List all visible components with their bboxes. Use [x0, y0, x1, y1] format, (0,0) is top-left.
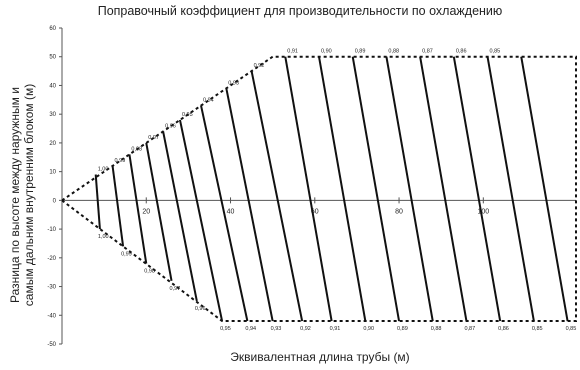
correction-isoline — [94, 174, 101, 230]
isoline-upper-label: 0,88 — [388, 49, 399, 55]
isoline-upper-label: 0,99 — [115, 158, 126, 164]
isoline-lower-label: 0,98 — [144, 269, 155, 275]
y-tick-label: -20 — [47, 256, 56, 262]
correction-isoline — [225, 88, 274, 322]
isoline-upper-label: 0,87 — [422, 49, 433, 55]
isoline-lower-label: 0,85 — [566, 326, 577, 332]
correction-isoline — [128, 154, 148, 264]
correction-isoline — [520, 56, 569, 322]
correction-isoline — [452, 56, 502, 322]
x-tick-label: 20 — [142, 208, 150, 215]
y-tick-label: 10 — [49, 170, 56, 176]
isoline-upper-label: 0,86 — [456, 49, 467, 55]
isoline-upper-label: 0,91 — [287, 49, 298, 55]
isoline-lower-label: 0,97 — [170, 286, 181, 292]
isoline-upper-label: 1,00 — [98, 167, 109, 173]
isoline-lower-label: 0,89 — [397, 326, 408, 332]
isoline-lower-label: 0,95 — [220, 326, 231, 332]
y-tick-label: 20 — [49, 141, 56, 147]
isoline-upper-label: 0,85 — [490, 49, 501, 55]
isoline-lower-label: 0,91 — [330, 326, 341, 332]
y-tick-label: 40 — [49, 83, 56, 89]
isoline-lower-label: 0,99 — [121, 251, 132, 257]
correction-isoline — [200, 105, 249, 322]
correction-isoline — [486, 56, 535, 322]
isoline-lower-label: 0,90 — [363, 326, 374, 332]
correction-isoline — [318, 56, 367, 322]
isoline-lower-label: 0,85 — [532, 326, 543, 332]
correction-isoline — [111, 165, 125, 247]
y-tick-label: -50 — [47, 342, 56, 348]
y-tick-label: 60 — [49, 26, 56, 32]
y-tick-label: -30 — [47, 285, 56, 291]
y-tick-label: 50 — [49, 55, 56, 61]
isoline-lower-label: 0,88 — [431, 326, 442, 332]
envelope-boundary — [61, 55, 577, 322]
correction-isoline — [145, 142, 173, 281]
x-tick-label: 40 — [227, 208, 235, 215]
isoline-upper-label: 0,96 — [165, 123, 176, 129]
correction-isoline — [162, 131, 198, 302]
isoline-upper-label: 0,97 — [148, 135, 159, 141]
y-tick-label: 30 — [49, 112, 56, 118]
isoline-upper-label: 0,92 — [254, 63, 265, 69]
y-tick-label: -40 — [47, 313, 56, 319]
correction-isoline — [178, 119, 224, 322]
isoline-lower-label: 0,86 — [498, 326, 509, 332]
chart-title: Поправочный коэффициент для производител… — [97, 4, 503, 18]
correction-isoline — [351, 56, 401, 322]
isoline-lower-label: 1,00 — [98, 234, 109, 240]
x-axis-label: Эквивалентная длина трубы (м) — [230, 350, 410, 364]
x-tick-label: 60 — [311, 208, 319, 215]
correction-isoline — [250, 70, 304, 322]
x-tick-label: 100 — [477, 208, 489, 215]
isoline-upper-label: 0,90 — [321, 49, 332, 55]
isoline-upper-label: 0,98 — [131, 146, 142, 152]
correction-isoline — [419, 56, 468, 322]
y-tick-label: -10 — [47, 227, 56, 233]
isoline-lower-label: 0,92 — [300, 326, 311, 332]
isoline-lower-label: 0,96 — [195, 306, 206, 312]
isoline-lower-label: 0,94 — [245, 326, 256, 332]
correction-isoline — [385, 56, 434, 322]
isoline-upper-label: 0,89 — [355, 49, 366, 55]
isoline-lower-label: 0,93 — [271, 326, 282, 332]
isoline-lower-label: 0,87 — [464, 326, 475, 332]
isoline-upper-label: 0,94 — [203, 98, 214, 104]
y-tick-label: 0 — [53, 198, 57, 204]
x-tick-label: 80 — [395, 208, 403, 215]
correction-isoline — [284, 56, 333, 322]
isoline-upper-label: 0,95 — [182, 112, 193, 118]
isoline-upper-label: 0,93 — [228, 80, 239, 86]
